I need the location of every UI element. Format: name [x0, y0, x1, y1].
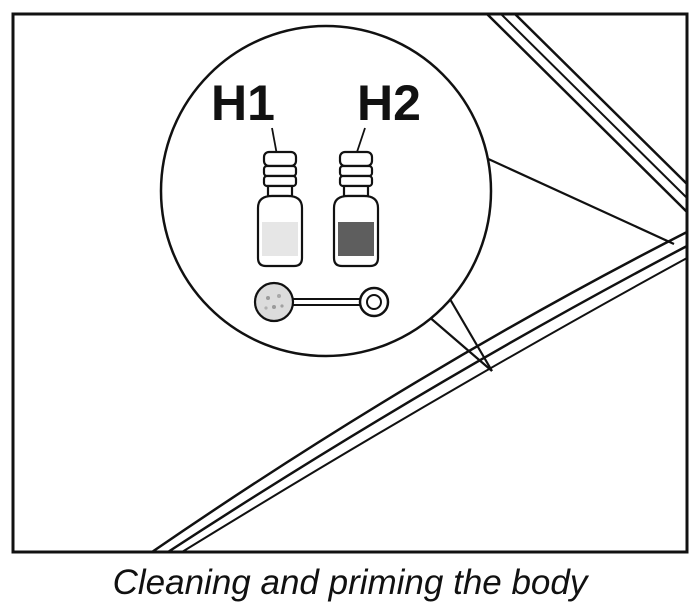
- figure-caption: Cleaning and priming the body: [112, 563, 588, 602]
- applicator-swab-icon: [253, 281, 390, 323]
- primer-bottle-icon: [256, 150, 304, 268]
- label-pointer-h2: [355, 127, 366, 156]
- label-pointer-h1: [271, 127, 278, 156]
- illustration-frame: [11, 12, 689, 554]
- a-pillar: [486, 13, 688, 213]
- bottle-label-h2: H2: [357, 75, 421, 131]
- windshield-flange: [151, 230, 688, 554]
- callout-bubble: [159, 24, 493, 358]
- windshield-illustration: H1 H2: [11, 12, 689, 554]
- primer-bottle-icon: [332, 150, 380, 268]
- bottle-label-h1: H1: [211, 75, 275, 131]
